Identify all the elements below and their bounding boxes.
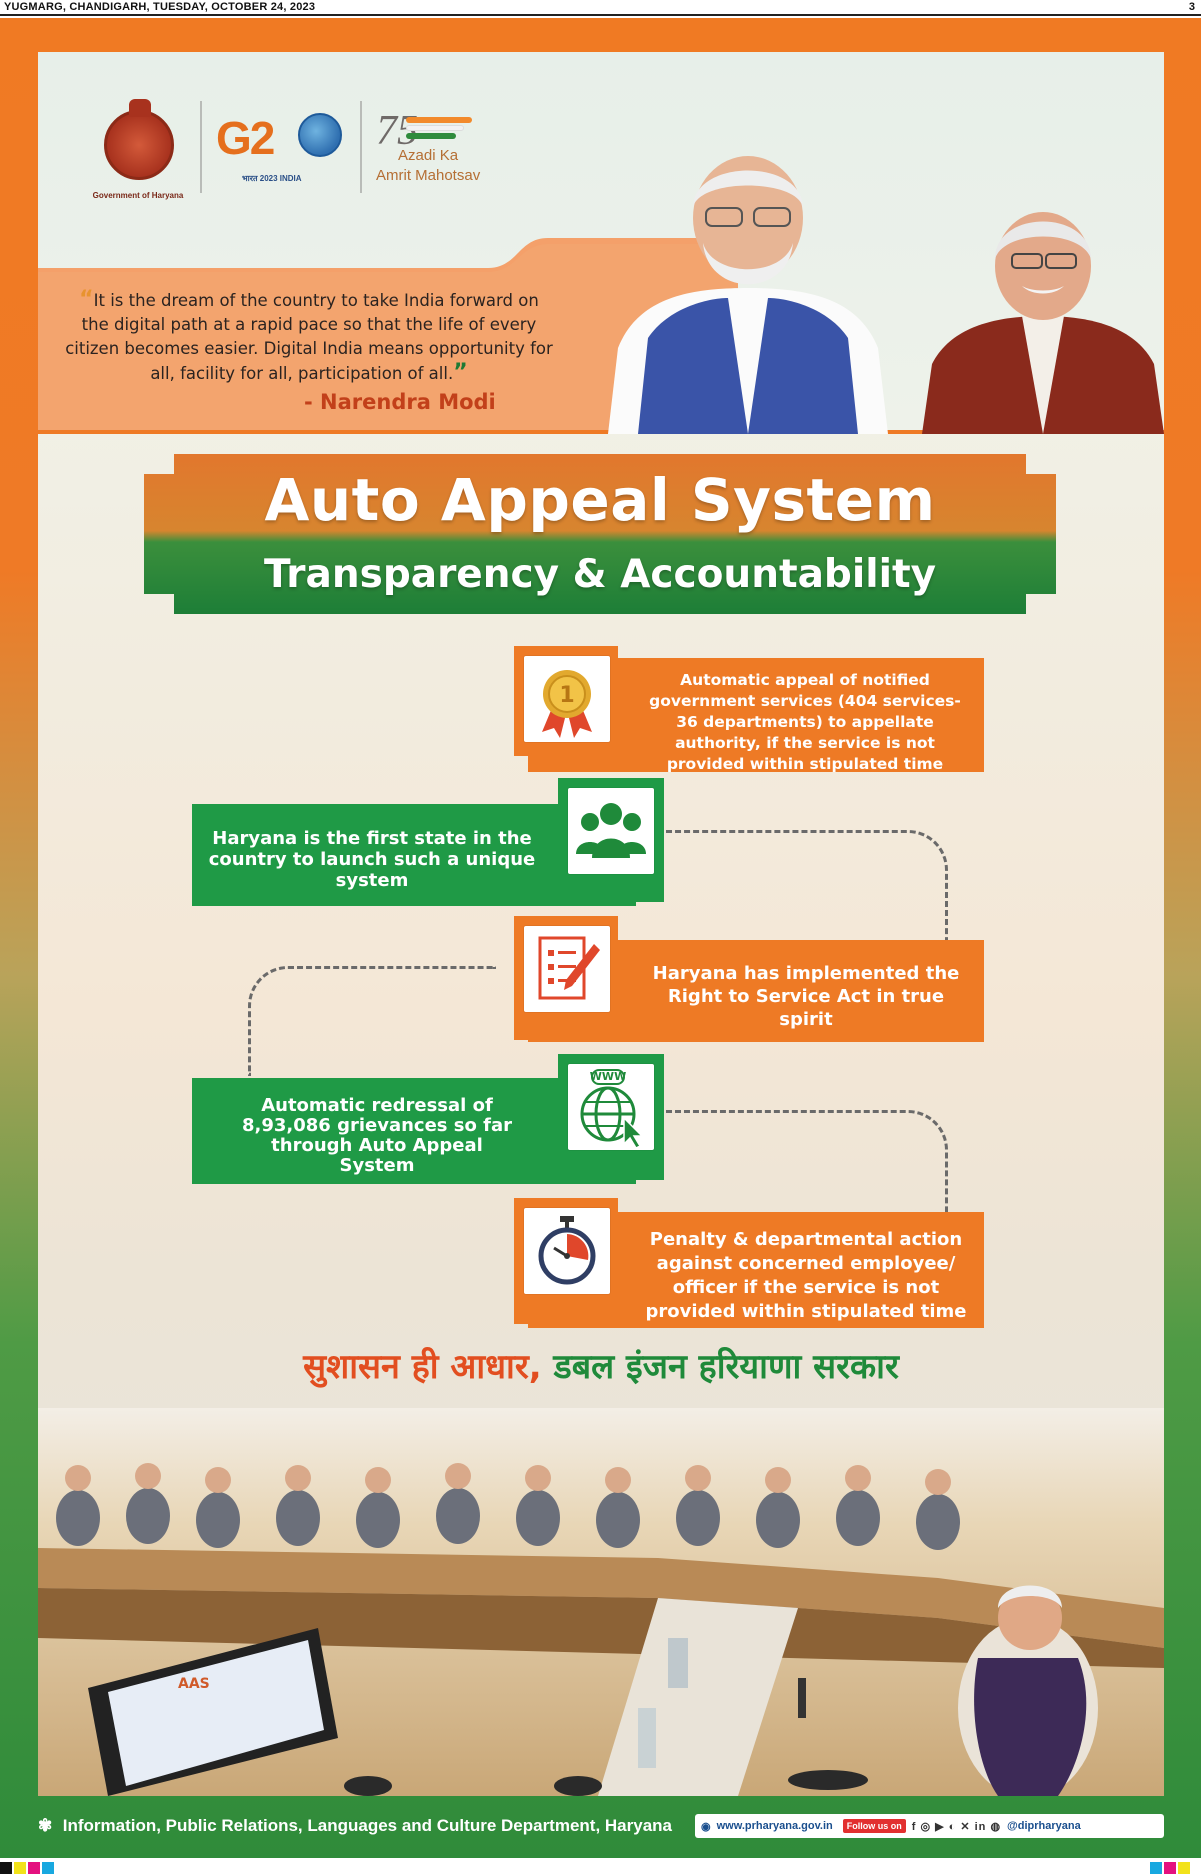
social-handle[interactable]: @diprharyana — [1007, 1820, 1081, 1832]
globe-icon: ◉ — [701, 1820, 711, 1833]
quote-body: It is the dream of the country to take I… — [65, 291, 553, 383]
newspaper-header: YUGMARG, CHANDIGARH, TUESDAY, OCTOBER 24… — [0, 0, 1201, 16]
haryana-caption: Government of Haryana — [92, 191, 184, 200]
slogan-part-2: डबल इंजन हरियाणा सरकार — [541, 1347, 899, 1387]
www-globe-icon: WWW — [580, 1069, 644, 1149]
department-name: Information, Public Relations, Languages… — [62, 1816, 673, 1835]
hindi-slogan: सुशासन ही आधार, डबल इंजन हरियाणा सरकार — [38, 1342, 1164, 1388]
feature-text: Automatic redressal of 8,93,086 grievanc… — [242, 1095, 512, 1176]
logo-divider — [200, 101, 202, 193]
color-swatch — [42, 1862, 54, 1874]
www-badge: WWW — [590, 1070, 626, 1083]
feature-icon-frame: WWW — [568, 1064, 654, 1150]
slogan-part-1: सुशासन ही आधार, — [303, 1347, 542, 1387]
haryana-emblem: Government of Haryana — [90, 92, 186, 202]
meeting-photo: AAS — [38, 1408, 1164, 1796]
title-main: Auto Appeal System — [264, 466, 936, 534]
tricolour-flag-icon — [406, 117, 472, 139]
medal-icon: 1 — [542, 670, 592, 738]
title-banner-shape — [144, 454, 1056, 614]
social-icons[interactable]: f ◎ ▶ ◐ ✕ in ◍ — [911, 1820, 1002, 1833]
feature-icon-frame — [524, 926, 610, 1012]
feature-text: Automatic appeal of notified government … — [649, 671, 961, 773]
printer-color-bar — [0, 1862, 1201, 1874]
azadi-ka-amrit-mahotsav-logo: 75 Azadi Ka Amrit Mahotsav — [376, 97, 516, 197]
feature-item-2: Haryana is the first state in the countr… — [192, 778, 664, 906]
feature-text: Haryana is the first state in the countr… — [208, 828, 536, 891]
title-subtitle: Transparency & Accountability — [263, 552, 937, 597]
screen-title: AAS — [178, 1676, 210, 1692]
footer: ✾ Information, Public Relations, Languag… — [38, 1810, 1164, 1844]
meeting-room-illustration: AAS — [38, 1408, 1164, 1796]
g20-lotus-globe-icon — [298, 113, 342, 157]
newspaper-dateline: YUGMARG, CHANDIGARH, TUESDAY, OCTOBER 24… — [4, 1, 316, 13]
logo-divider — [360, 101, 362, 193]
medal-badge-number: 1 — [559, 683, 574, 708]
manohar-lal-khattar-portrait — [922, 212, 1164, 434]
feature-item-1: 1 Automatic appeal of notified governmen… — [514, 646, 984, 773]
close-quote-mark: ” — [453, 360, 468, 385]
g20-logo: G2 भारत 2023 INDIA — [216, 97, 346, 197]
feature-item-5: Penalty & departmental action against co… — [514, 1198, 984, 1328]
connector-dash — [666, 1110, 948, 1234]
feature-text: Penalty & departmental action against co… — [645, 1229, 967, 1322]
feature-icon-frame — [524, 1208, 610, 1294]
quote-band — [38, 238, 1164, 434]
follow-label: Follow us on — [842, 1819, 906, 1833]
aka-number: 75 — [376, 108, 418, 154]
contact-pill: ◉ www.prharyana.gov.in Follow us on f ◎ … — [695, 1814, 1164, 1838]
quote-author: - Narendra Modi — [304, 390, 496, 414]
color-swatch — [1164, 1862, 1176, 1874]
logo-row: Government of Haryana G2 भारत 2023 INDIA… — [90, 92, 516, 202]
feature-item-3: Haryana has implemented the Right to Ser… — [514, 916, 984, 1042]
color-swatch — [28, 1862, 40, 1874]
emblem-icon: ✾ — [38, 1816, 53, 1835]
haryana-seal-icon — [104, 99, 174, 180]
modi-quote: “It is the dream of the country to take … — [64, 288, 554, 386]
open-quote-mark: “ — [79, 287, 94, 312]
aka-line1: Azadi Ka — [398, 147, 459, 164]
g20-subtitle: भारत 2023 INDIA — [242, 174, 302, 183]
aka-line2: Amrit Mahotsav — [376, 167, 481, 184]
department-credit: ✾ Information, Public Relations, Languag… — [38, 1816, 672, 1836]
group-icon — [576, 803, 646, 858]
document-pen-icon — [538, 936, 600, 1000]
connector-dash — [666, 830, 948, 992]
connector-dash — [248, 966, 496, 1076]
g20-mark: G2 — [216, 112, 275, 164]
color-swatch — [1150, 1862, 1162, 1874]
website-link[interactable]: www.prharyana.gov.in — [716, 1820, 833, 1832]
feature-icon-frame: 1 — [524, 656, 610, 742]
color-swatch — [1178, 1862, 1190, 1874]
feature-icon-frame — [568, 788, 654, 874]
narendra-modi-portrait — [608, 156, 888, 434]
advertisement-panel: Government of Haryana G2 भारत 2023 INDIA… — [38, 52, 1164, 1796]
feature-item-4: WWW Automatic redressal of 8,93,086 grie… — [192, 1054, 664, 1184]
feature-text: Haryana has implemented the Right to Ser… — [652, 963, 960, 1030]
quote-band-shape — [38, 238, 1164, 434]
color-swatch — [14, 1862, 26, 1874]
stopwatch-icon — [538, 1216, 596, 1285]
color-swatch — [0, 1862, 12, 1874]
page-number: 3 — [1188, 1, 1195, 13]
